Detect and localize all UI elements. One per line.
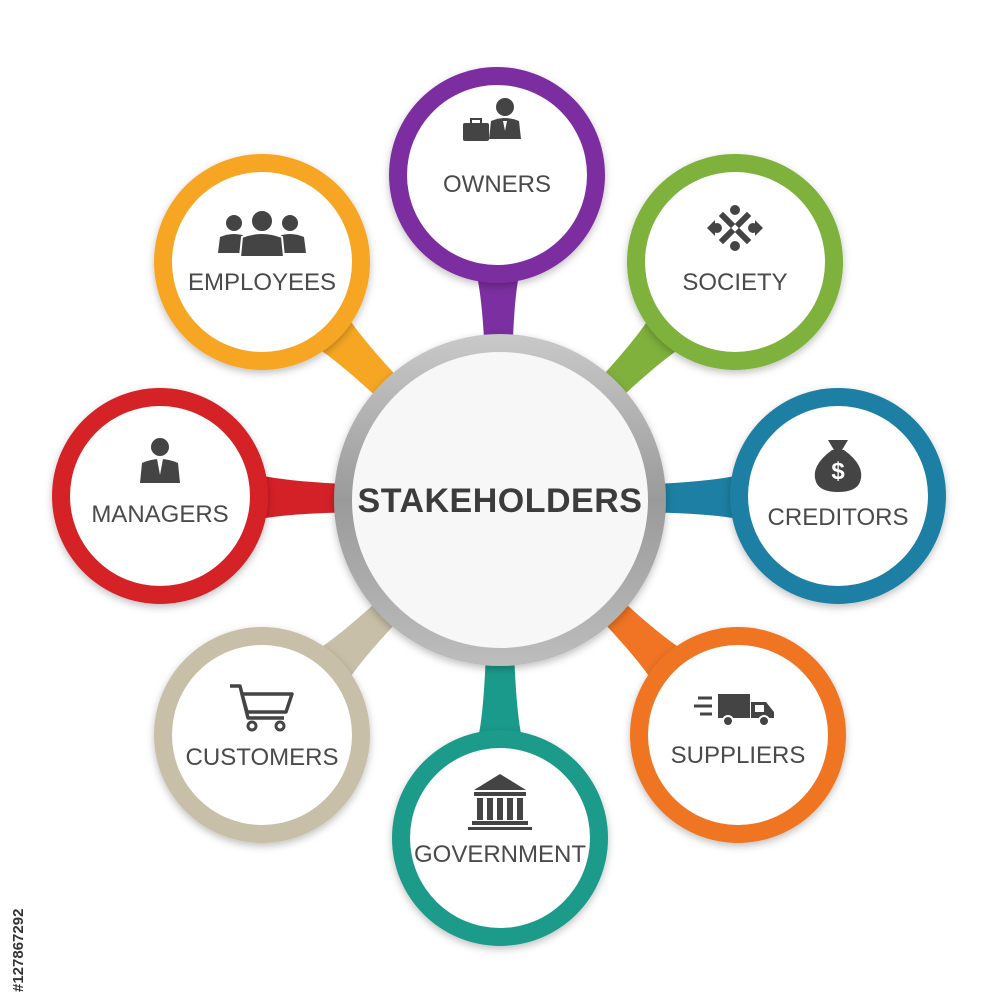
- node-employees: EMPLOYEES: [154, 154, 404, 404]
- center-hub: STAKEHOLDERS: [334, 334, 666, 666]
- node-label-suppliers: SUPPLIERS: [671, 742, 806, 769]
- shopping-cart-icon: [230, 684, 294, 732]
- svg-text:$: $: [831, 458, 845, 485]
- node-disc: [70, 406, 250, 586]
- node-government: GOVERNMENT: [392, 650, 608, 946]
- node-label-government: GOVERNMENT: [414, 841, 586, 868]
- node-disc: [172, 172, 352, 352]
- node-disc: [410, 748, 590, 928]
- node-creditors: $ CREDITORS: [649, 388, 946, 604]
- node-label-managers: MANAGERS: [91, 501, 228, 528]
- watermark: #127867292: [8, 770, 30, 1000]
- node-label-society: SOCIETY: [682, 269, 787, 296]
- businessman-briefcase-icon: [463, 98, 521, 141]
- node-label-employees: EMPLOYEES: [188, 269, 336, 296]
- node-customers: CUSTOMERS: [154, 595, 404, 843]
- node-society: SOCIETY: [595, 154, 843, 404]
- node-disc: [648, 645, 828, 825]
- employees-group-icon: [218, 209, 306, 258]
- government-building-icon: [468, 774, 532, 830]
- node-owners: OWNERS: [389, 67, 605, 351]
- node-disc: [407, 85, 587, 265]
- society-icon: [707, 205, 763, 251]
- node-label-creditors: CREDITORS: [768, 504, 909, 531]
- node-disc: [172, 645, 352, 825]
- money-bag-icon: $: [814, 440, 862, 492]
- nodes-layer: OWNERS SOCIETY $ CREDITORS SUPPLIERS GOVERNME…: [52, 67, 946, 946]
- node-label-customers: CUSTOMERS: [186, 744, 339, 771]
- node-label-owners: OWNERS: [443, 171, 551, 198]
- node-suppliers: SUPPLIERS: [596, 595, 846, 843]
- node-disc: [645, 172, 825, 352]
- delivery-truck-icon: [694, 694, 774, 727]
- node-disc: [748, 406, 928, 586]
- center-label: STAKEHOLDERS: [358, 482, 643, 520]
- node-managers: MANAGERS: [52, 388, 351, 604]
- manager-icon: [140, 438, 180, 483]
- watermark-text: #127867292: [10, 908, 27, 992]
